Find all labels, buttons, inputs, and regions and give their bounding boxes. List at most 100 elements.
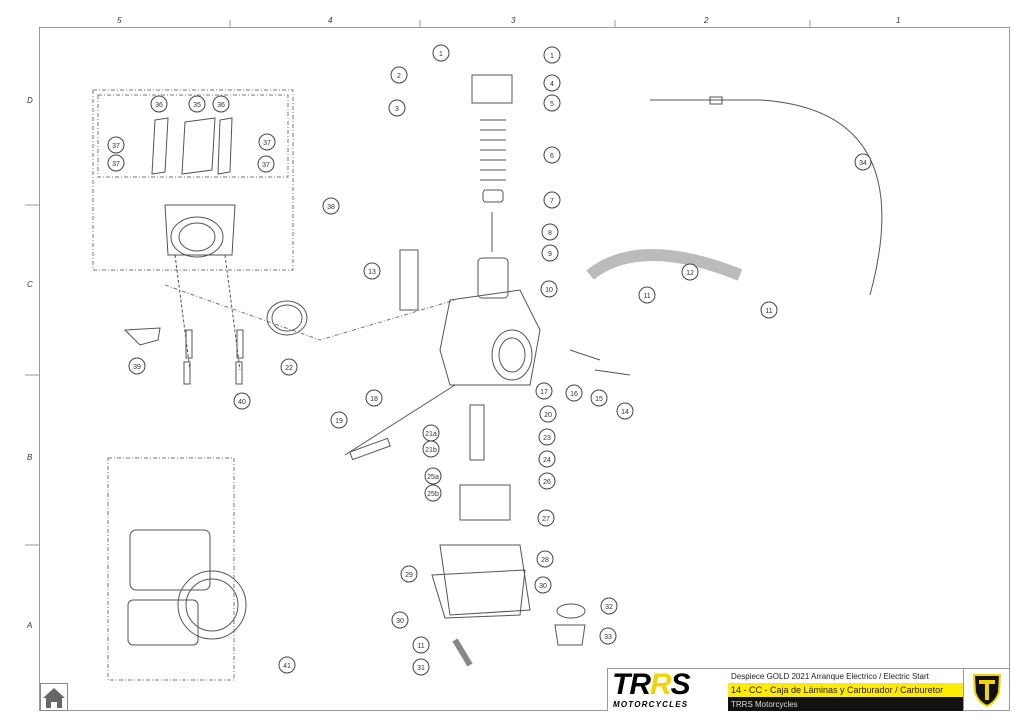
callout-label: 5	[550, 101, 554, 108]
callout-label: 31	[417, 665, 425, 672]
callout-26: 26	[538, 472, 556, 490]
callout-label: 17	[540, 389, 548, 396]
callout-15: 15	[590, 389, 608, 407]
bolts-40	[183, 329, 244, 385]
callout-label: 30	[396, 618, 404, 625]
callout-label: 29	[405, 572, 413, 579]
callout-5: 5	[543, 94, 561, 112]
callout-label: 22	[285, 365, 293, 372]
callout-37: 37	[257, 155, 275, 173]
callout-27: 27	[537, 509, 555, 527]
title-block: TRRS MOTORCYCLES Despiece GOLD 2021 Arra…	[607, 668, 1010, 711]
bracket-39	[123, 327, 161, 346]
callout-label: 2	[397, 73, 401, 80]
grid-col-2: 2	[704, 16, 709, 25]
callout-label: 28	[541, 557, 549, 564]
callout-label: 21b	[425, 447, 437, 454]
reed-valve-detail	[92, 89, 456, 681]
callout-label: 37	[262, 162, 270, 169]
callout-24: 24	[538, 450, 556, 468]
callout-41: 41	[278, 656, 296, 674]
callout-2: 2	[390, 66, 408, 84]
callout-13: 13	[363, 262, 381, 280]
callout-label: 16	[570, 391, 578, 398]
callout-28: 28	[536, 550, 554, 568]
callout-label: 18	[370, 396, 378, 403]
callout-11: 11	[638, 286, 656, 304]
grid-row-c: C	[27, 280, 33, 289]
callout-25b: 25b	[424, 484, 442, 502]
callout-11: 11	[412, 636, 430, 654]
callout-12: 12	[681, 263, 699, 281]
callout-37: 37	[258, 133, 276, 151]
callout-label: 14	[621, 409, 629, 416]
grid-row-a: A	[27, 621, 33, 630]
callout-34: 34	[854, 153, 872, 171]
callout-20: 20	[539, 405, 557, 423]
callout-36: 36	[212, 95, 230, 113]
callout-1: 1	[432, 44, 450, 62]
home-button[interactable]	[40, 683, 68, 711]
home-icon	[43, 688, 65, 708]
callout-label: 10	[545, 287, 553, 294]
callout-31: 31	[412, 658, 430, 676]
callout-label: 39	[133, 364, 141, 371]
callout-4: 4	[543, 74, 561, 92]
callout-label: 25a	[427, 474, 439, 481]
callout-16: 16	[565, 384, 583, 402]
callout-label: 11	[417, 643, 424, 650]
callout-label: 24	[543, 457, 551, 464]
callout-label: 8	[548, 230, 552, 237]
callout-label: 36	[217, 102, 225, 109]
callout-label: 7	[550, 198, 554, 205]
callout-label: 37	[112, 143, 120, 150]
grid-col-4: 4	[328, 16, 333, 25]
callout-label: 12	[686, 270, 694, 277]
callout-label: 33	[604, 634, 612, 641]
callout-10: 10	[540, 280, 558, 298]
grid-col-5: 5	[117, 16, 122, 25]
callout-label: 38	[327, 204, 335, 211]
callout-30: 30	[391, 611, 409, 629]
callout-22: 22	[280, 358, 298, 376]
callout-label: 40	[238, 399, 246, 406]
company-name: TRRS Motorcycles	[728, 697, 963, 711]
callout-9: 9	[541, 244, 559, 262]
drawing-frame	[39, 27, 1010, 711]
callout-label: 21a	[425, 431, 437, 438]
callout-32: 32	[600, 597, 618, 615]
carburetor-body	[344, 74, 883, 667]
callout-label: 19	[335, 418, 343, 425]
assembled-carburetor	[127, 529, 247, 646]
callout-30: 30	[534, 576, 552, 594]
callout-label: 36	[155, 102, 163, 109]
callout-37: 37	[107, 136, 125, 154]
callout-label: 11	[643, 293, 650, 300]
callout-37: 37	[107, 154, 125, 172]
intake-manifold	[164, 204, 241, 371]
callout-label: 23	[543, 435, 551, 442]
callout-25a: 25a	[424, 467, 442, 485]
callout-label: 11	[765, 308, 772, 315]
callout-label: 1	[439, 51, 443, 58]
callout-21b: 21b	[422, 440, 440, 458]
callout-11: 11	[760, 301, 778, 319]
callout-8: 8	[541, 223, 559, 241]
callout-17: 17	[535, 382, 553, 400]
callout-label: 9	[548, 251, 552, 258]
callout-29: 29	[400, 565, 418, 583]
grid-col-1: 1	[896, 16, 901, 25]
callout-38: 38	[322, 197, 340, 215]
callout-label: 32	[605, 604, 613, 611]
clamp-22	[266, 300, 308, 336]
callout-label: 13	[368, 269, 376, 276]
callout-36: 36	[150, 95, 168, 113]
callout-label: 15	[595, 396, 603, 403]
grid-row-b: B	[27, 453, 33, 462]
callout-14: 14	[616, 402, 634, 420]
drawing-title: Despiece GOLD 2021 Arranque Electrico / …	[728, 669, 963, 683]
callout-label: 37	[263, 140, 271, 147]
callout-label: 3	[395, 106, 399, 113]
callout-39: 39	[128, 357, 146, 375]
